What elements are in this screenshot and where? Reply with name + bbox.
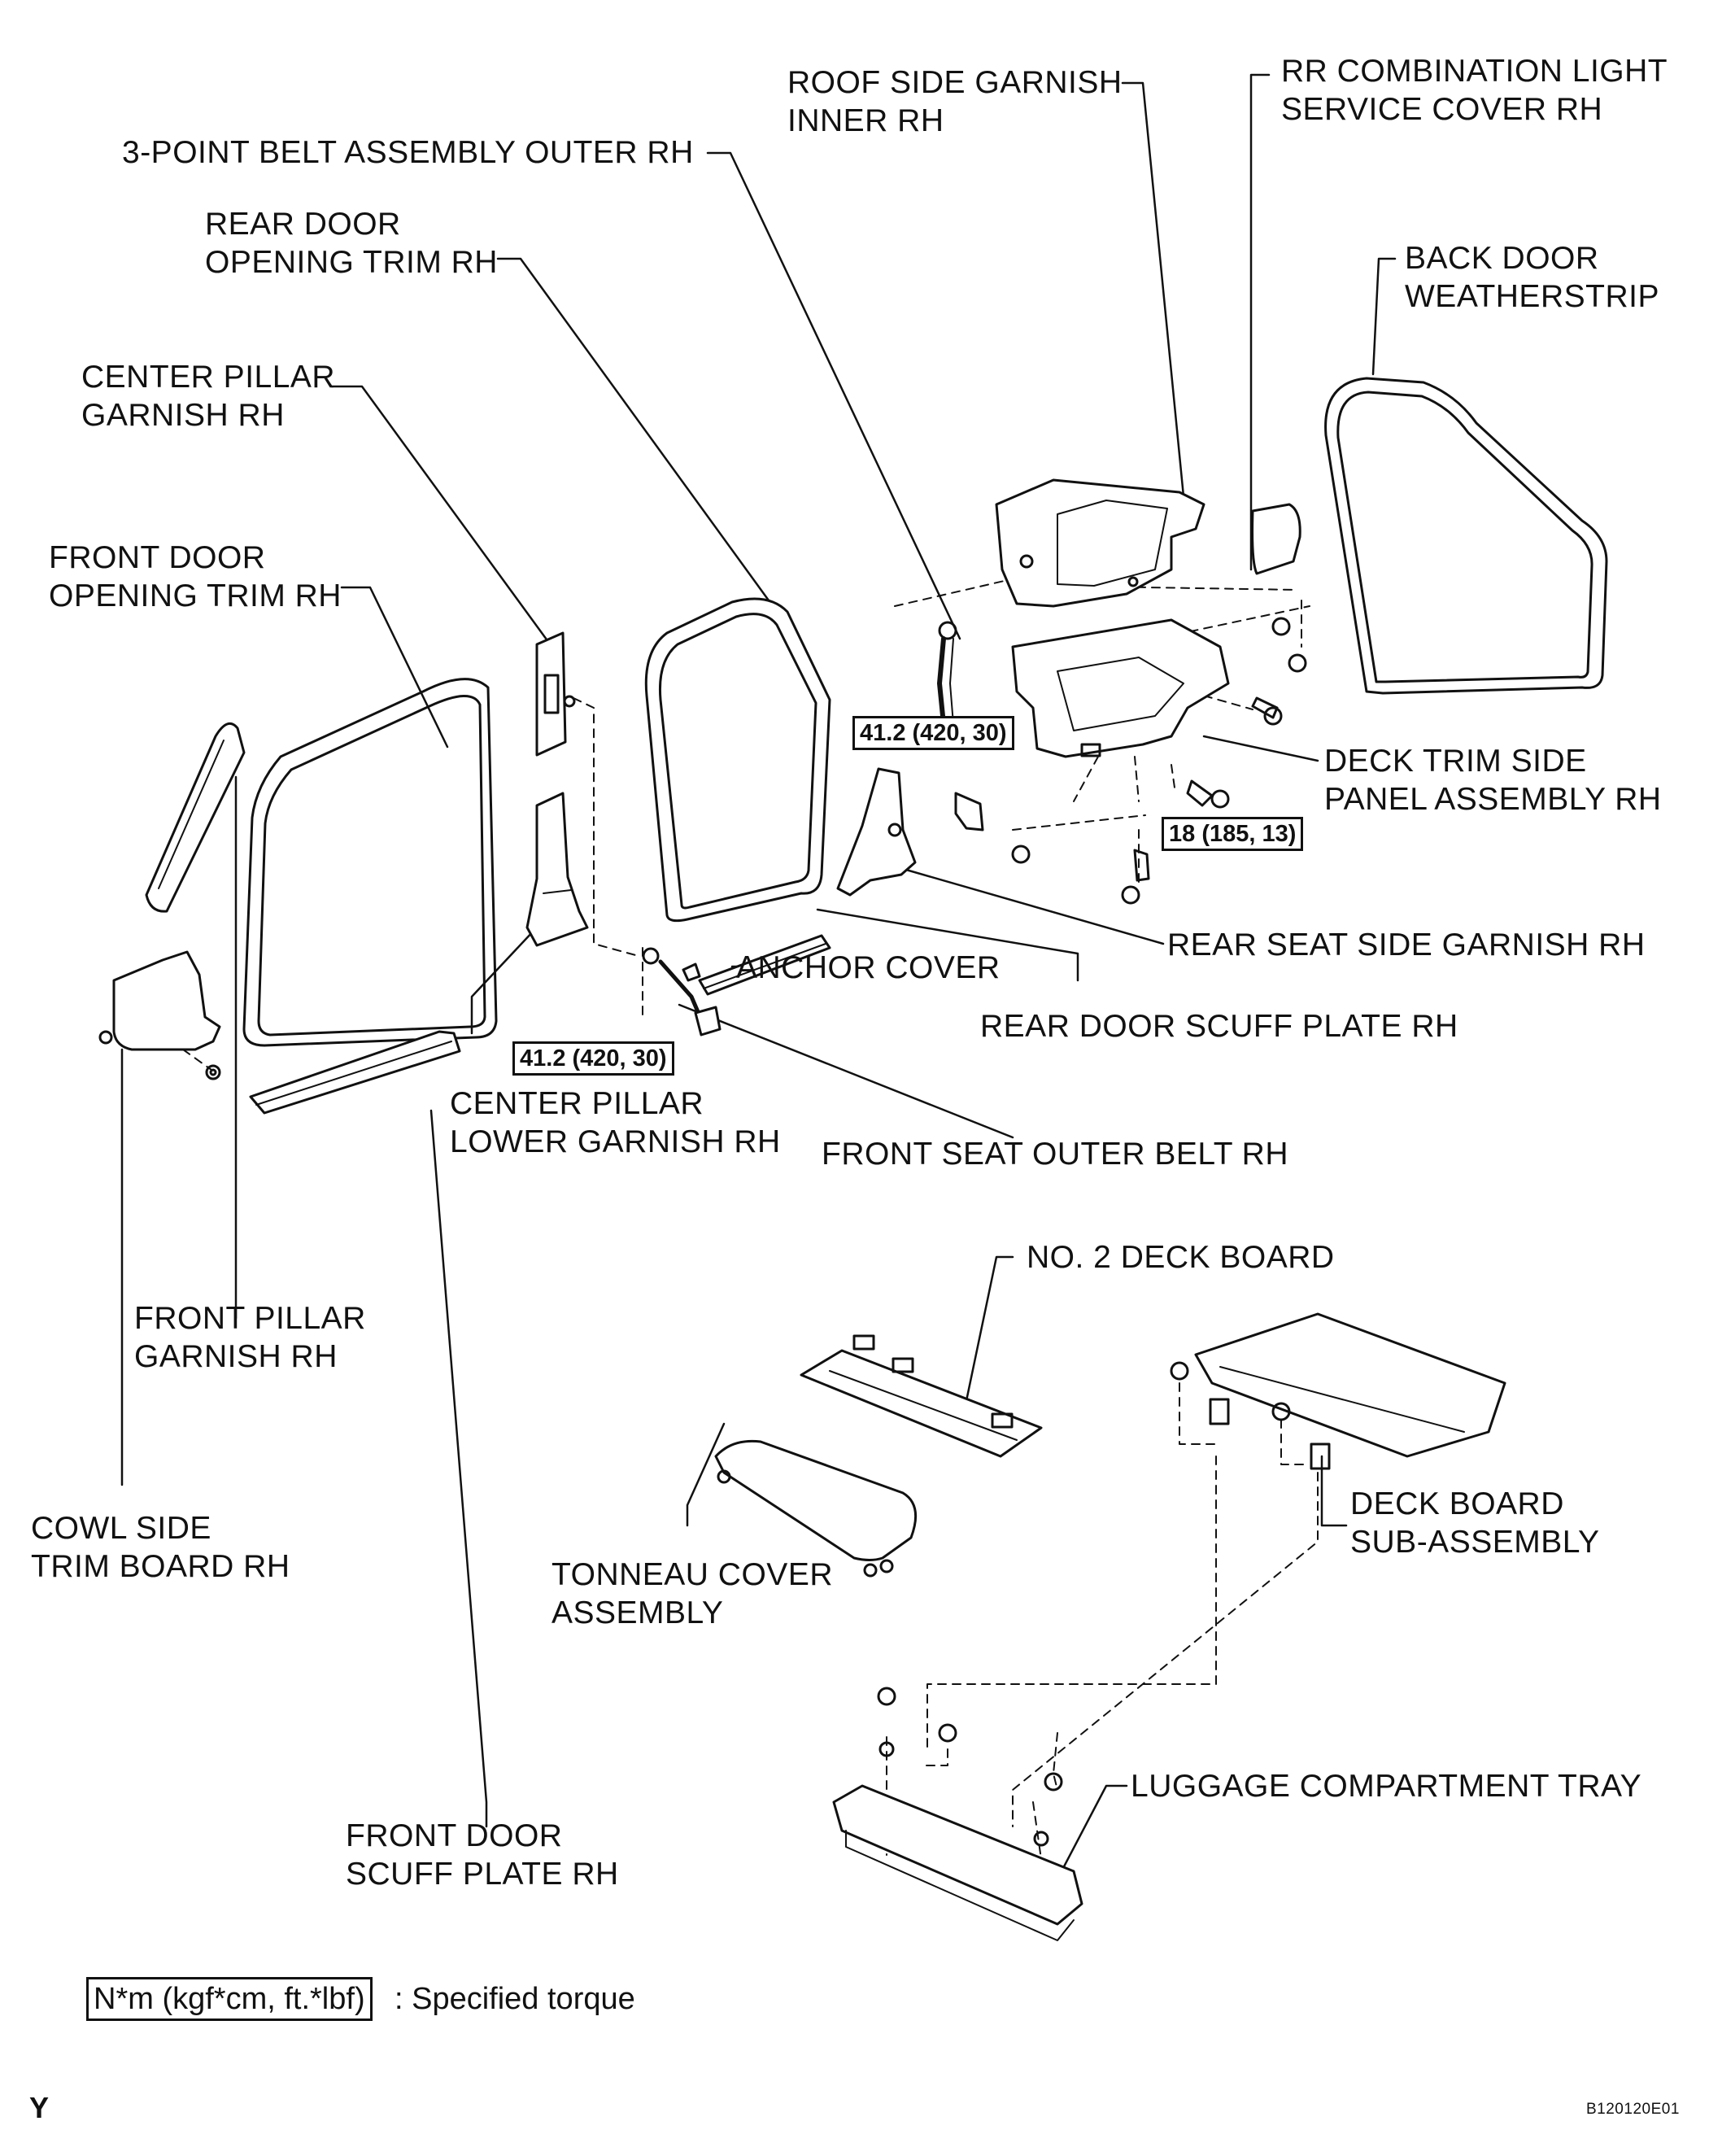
- center-pillar-garnish-part: [535, 631, 576, 757]
- label-anchor-cover: ANCHOR COVER: [736, 950, 1001, 985]
- label-rear-seat-side-garnish-rh: REAR SEAT SIDE GARNISH RH: [1167, 927, 1646, 962]
- no2-deck-board-part: [800, 1334, 1043, 1458]
- label-no-2-deck-board: NO. 2 DECK BOARD: [1027, 1240, 1335, 1275]
- roof-side-garnish-part: [995, 478, 1205, 608]
- label-roof-side-garnish-inner-rh: ROOF SIDE GARNISH INNER RH: [787, 65, 1123, 138]
- label-deck-board-sub-assembly: DECK BOARD SUB-ASSEMBLY: [1350, 1486, 1600, 1560]
- corner-mark: Y: [29, 2091, 50, 2124]
- dashed-guides: [182, 562, 1319, 1860]
- torque-box-belt-lower: 41.2 (420, 30): [512, 1041, 674, 1076]
- back-door-weatherstrip-part: [1324, 377, 1608, 695]
- deck-board-sub-assembly-part: [1170, 1312, 1506, 1470]
- rr-combination-light-cover-part: [1251, 503, 1301, 575]
- legend-torque-symbol: N*m (kgf*cm, ft.*lbf): [86, 1977, 373, 2021]
- label-center-pillar-garnish-rh: CENTER PILLAR GARNISH RH: [81, 360, 336, 433]
- front-pillar-garnish-part: [145, 722, 246, 913]
- label-rear-door-opening-trim-rh: REAR DOOR OPENING TRIM RH: [205, 207, 498, 280]
- label-front-pillar-garnish-rh: FRONT PILLAR GARNISH RH: [134, 1301, 366, 1374]
- label-deck-trim-side-panel-assembly-rh: DECK TRIM SIDE PANEL ASSEMBLY RH: [1324, 744, 1662, 817]
- label-back-door-weatherstrip: BACK DOOR WEATHERSTRIP: [1405, 241, 1659, 314]
- torque-box-belt-upper: 41.2 (420, 30): [852, 716, 1014, 750]
- label-rr-combination-light-service-cover-rh: RR COMBINATION LIGHT SERVICE COVER RH: [1281, 54, 1668, 127]
- front-door-opening-trim-part: [242, 678, 498, 1047]
- bracket-and-bolts: [954, 617, 1307, 905]
- front-door-scuff-plate-part: [249, 1030, 461, 1115]
- legend-description: : Specified torque: [395, 1982, 635, 2016]
- label-front-seat-outer-belt-rh: FRONT SEAT OUTER BELT RH: [822, 1137, 1288, 1172]
- label-front-door-scuff-plate-rh: FRONT DOOR SCUFF PLATE RH: [346, 1818, 619, 1892]
- three-point-belt-part: [937, 621, 957, 727]
- label-luggage-compartment-tray: LUGGAGE COMPARTMENT TRAY: [1131, 1769, 1642, 1804]
- deck-trim-side-panel-part: [1011, 618, 1230, 758]
- rear-door-scuff-plate-part: [698, 934, 831, 996]
- torque-box-deck-trim-bolts: 18 (185, 13): [1162, 817, 1304, 851]
- label-rear-door-scuff-plate-rh: REAR DOOR SCUFF PLATE RH: [980, 1009, 1458, 1044]
- front-seat-outer-belt-part: [642, 947, 722, 1037]
- luggage-compartment-tray-part: [832, 1687, 1083, 1941]
- center-pillar-lower-garnish-part: [525, 792, 589, 947]
- figure-code: B120120E01: [1586, 2101, 1680, 2118]
- rear-door-opening-trim-part: [644, 597, 831, 923]
- tonneau-cover-part: [714, 1439, 918, 1578]
- label-front-door-opening-trim-rh: FRONT DOOR OPENING TRIM RH: [49, 540, 342, 613]
- leader-lines: [120, 73, 1397, 1873]
- label-tonneau-cover-assembly: TONNEAU COVER ASSEMBLY: [552, 1557, 833, 1630]
- label-center-pillar-lower-garnish-rh: CENTER PILLAR LOWER GARNISH RH: [450, 1086, 781, 1159]
- cowl-side-trim-board-part: [98, 950, 221, 1080]
- label-cowl-side-trim-board-rh: COWL SIDE TRIM BOARD RH: [31, 1511, 290, 1584]
- label-3-point-belt-assembly-outer-rh: 3-POINT BELT ASSEMBLY OUTER RH: [122, 135, 694, 170]
- rear-seat-side-garnish-part: [836, 767, 917, 897]
